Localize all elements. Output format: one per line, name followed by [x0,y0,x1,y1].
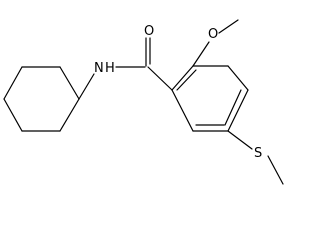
benzene-ring [171,65,249,132]
bond-c-o [192,41,210,67]
atom-label-h: H [105,61,115,76]
chemical-structure: N H O O S [3,19,284,185]
bond [59,98,80,132]
bond-o-ch3 [218,19,239,34]
bond-s-ch3 [267,155,284,185]
amide-group [78,37,173,100]
atom-label-n: N [94,61,104,76]
aromatic-inner-bond [176,69,197,91]
bond-c-ring [147,66,173,91]
bond [59,66,80,100]
bond [171,65,194,91]
bond [171,89,194,132]
bond [227,89,249,132]
bond-c-n [78,73,95,100]
bond [3,66,23,100]
bond [3,98,23,132]
aromatic-inner-bond [224,89,242,126]
methoxy-group [192,19,239,67]
atom-label-o-methoxy: O [208,27,218,42]
atom-label-o-carbonyl: O [144,24,154,39]
atom-label-s: S [254,146,262,161]
methylthio-group [227,130,284,185]
bond-c-s [227,130,253,150]
bond [227,65,249,91]
cyclohexyl-ring [3,66,80,132]
